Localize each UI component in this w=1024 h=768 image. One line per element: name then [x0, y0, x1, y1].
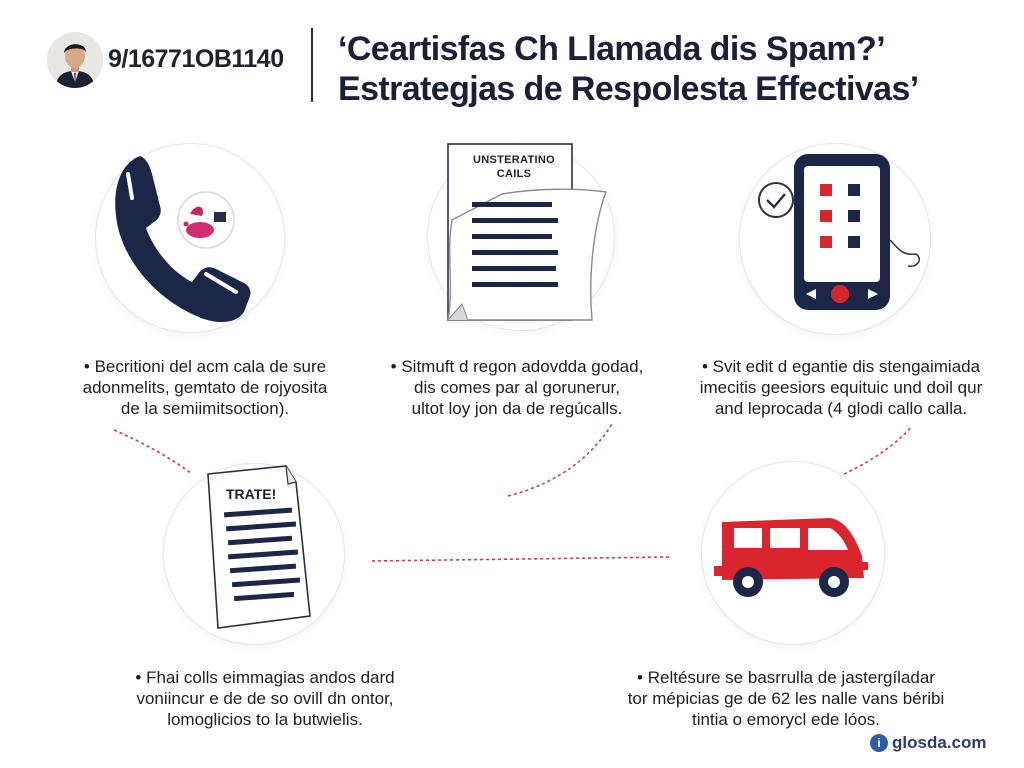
document-list-icon [447, 143, 607, 321]
report-circle: TRATE! [164, 464, 344, 644]
document-circle: UNSTERATINO CAILS [428, 143, 614, 330]
smartphone-circle [740, 144, 930, 334]
phone-circle [96, 144, 284, 332]
phone-handset-icon [115, 156, 251, 323]
caption-5-line-1: • Reltésure se basrrulla de jastergílada… [637, 668, 935, 687]
report-document-icon [207, 465, 311, 629]
title-line-1: ‘Ceartisfas Ch Llamada dis Spam?’ [338, 30, 886, 68]
title-line-2: Estrategjas de Respolesta Effectivas’ [338, 70, 919, 108]
caption-1-line-3: de la semiimitsoction). [120, 399, 290, 418]
caption-2-line-1: • Sitmuft d regon adovdda godad, [390, 357, 644, 376]
phone-number: 9/16771OB1140 [108, 45, 284, 73]
connector-4 [371, 556, 671, 562]
brand-name: glosda.com [892, 733, 987, 752]
brand-logo: i glosda.com [870, 733, 986, 753]
caption-5-line-3: tintia o emorycl ede lóos. [691, 710, 881, 729]
caption-4-line-2: voniincur e de de so ovill dn ontor, [136, 689, 394, 708]
document-label-2: CAILS [496, 168, 532, 180]
caption-3-line-1: • Svit edit d egantie dis stengaimiada [701, 357, 981, 376]
info-icon: i [870, 734, 888, 752]
smartphone-icon [794, 154, 920, 310]
connector-2 [507, 423, 613, 497]
van-circle [702, 462, 884, 644]
caption-2-line-3: ultot loy jon da de regúcalls. [411, 399, 623, 418]
caption-4-line-1: • Fhai colls eimmagias andos dard [135, 668, 395, 687]
document-label-1: UNSTERATINO [473, 154, 555, 166]
caption-1: • Becritioni del acm cala de sure adonme… [40, 356, 370, 419]
caption-4: • Fhai colls eimmagias andos dard voniin… [100, 667, 430, 730]
caption-1-line-2: adonmelits, gemtato de rojyosita [82, 378, 328, 397]
van-icon [714, 518, 868, 597]
caption-3: • Svit edit d egantie dis stengaimiada i… [686, 356, 996, 419]
report-label: TRATE! [226, 486, 277, 502]
avatar [47, 32, 103, 88]
caption-5-line-2: tor mépicias ge de 62 les nalle vans bér… [627, 689, 945, 708]
caption-3-line-2: imecitis geesiors equituic und doil qur [699, 378, 983, 397]
caption-2: • Sitmuft d regon adovdda godad, dis com… [362, 356, 672, 419]
caption-2-line-2: dis comes par al gorunerur, [414, 378, 620, 397]
caption-3-line-3: and leprocada (4 glodi callo calla. [714, 399, 968, 418]
caption-1-line-1: • Becritioni del acm cala de sure [83, 357, 327, 376]
caption-4-line-3: lomoglicios to la butwielis. [167, 710, 363, 729]
caption-5: • Reltésure se basrrulla de jastergílada… [596, 667, 976, 730]
header-divider [311, 28, 313, 102]
checkmark-icon [758, 182, 794, 218]
